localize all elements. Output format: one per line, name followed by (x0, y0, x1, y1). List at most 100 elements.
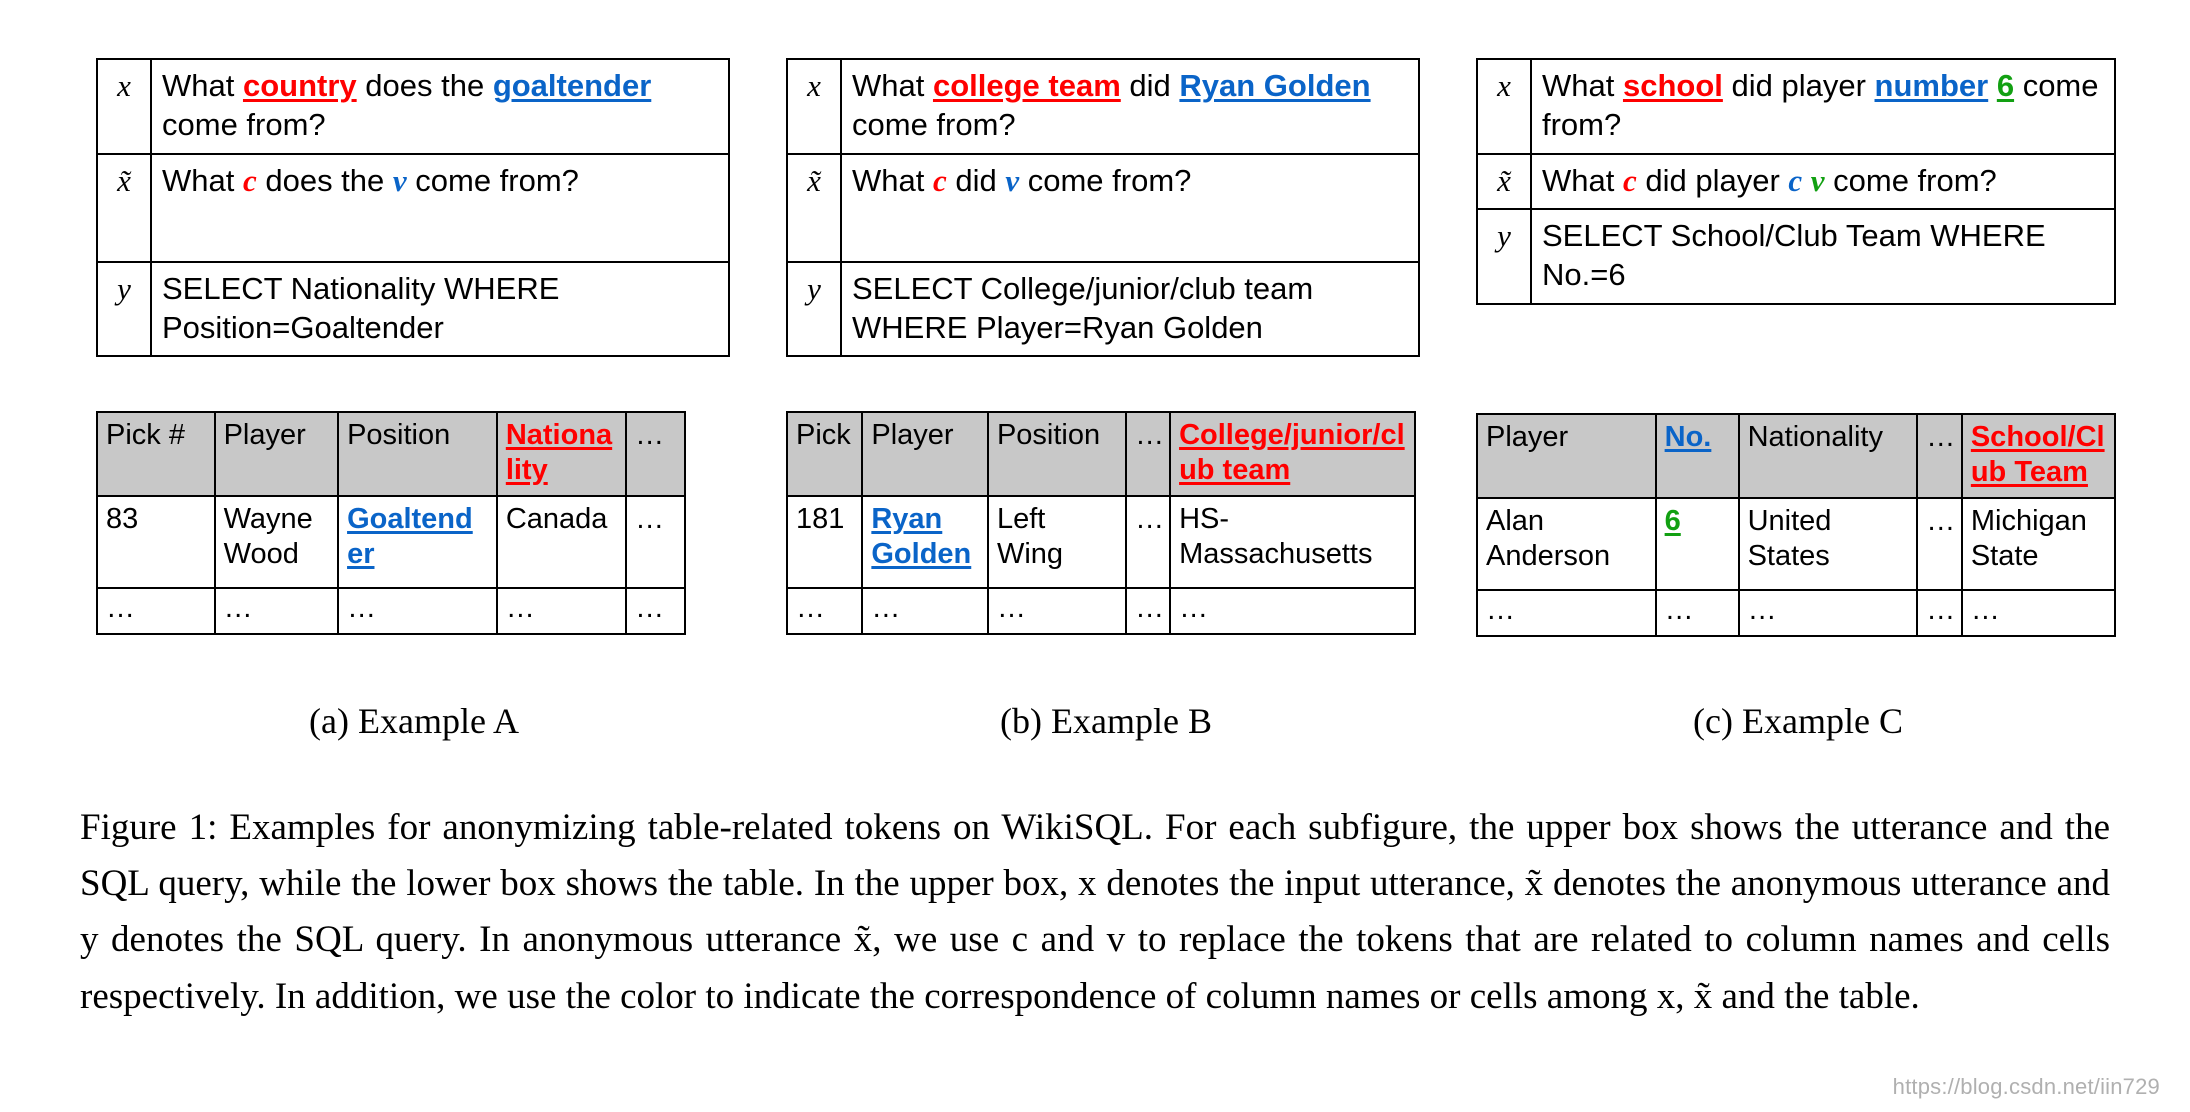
example-b: x What college team did Ryan Golden come… (785, 58, 1420, 636)
utt-mid: did player (1722, 68, 1875, 103)
cell-ellipsis: … (1125, 495, 1172, 590)
cell-ellipsis: … (861, 587, 989, 636)
col-header-nationality: Nationality (495, 411, 628, 498)
col-header-ellipsis: … (1916, 412, 1963, 499)
example-c: x What school did player number 6 come f… (1476, 58, 2117, 637)
cell-ellipsis: … (1476, 588, 1657, 637)
utt-prefix: What (162, 68, 243, 103)
input-utterance-a: What country does the goaltender come fr… (150, 58, 730, 155)
utt-space (1988, 68, 1997, 103)
utterance-row-y: y SELECT College/junior/club team WHERE … (786, 260, 1420, 358)
cell-ellipsis: … (96, 587, 216, 636)
col-header-position: Position (337, 411, 498, 498)
utterance-row-y: y SELECT School/Club Team WHERE No.=6 (1476, 208, 2116, 305)
symbol-y: y (1476, 208, 1532, 305)
utt-prefix: What (1542, 68, 1623, 103)
data-table-wrap-c: Player No. Nationality … School/Club Tea… (1476, 412, 2117, 637)
data-table-c: Player No. Nationality … School/Club Tea… (1476, 412, 2117, 637)
input-utterance-c: What school did player number 6 come fro… (1530, 58, 2116, 155)
col-header-player: Player (213, 411, 340, 498)
anon-suffix: come from? (406, 162, 579, 198)
anon-utterance-c: What c did player c v come from? (1530, 152, 2116, 211)
value-token-2: 6 (1996, 68, 2015, 103)
symbol-x: x (786, 58, 842, 155)
header-text: Pick (796, 419, 851, 452)
cell-ellipsis: … (1916, 588, 1963, 637)
sql-query-c: SELECT School/Club Team WHERE No.=6 (1530, 208, 2116, 305)
data-table-wrap-a: Pick # Player Position Nationality … 83 … (96, 411, 730, 636)
cell-position: Left Wing (986, 495, 1128, 590)
header-text: Nationality (1747, 420, 1883, 453)
col-header-player: Player (861, 411, 989, 498)
utterance-row-y: y SELECT Nationality WHERE Position=Goal… (96, 260, 730, 358)
var-c2: c (1788, 162, 1803, 198)
header-text: … (1135, 419, 1165, 452)
figure-caption: Figure 1: Examples for anonymizing table… (80, 800, 2110, 1025)
cell-ellipsis: … (1654, 588, 1740, 637)
cell-player: Wayne Wood (213, 495, 340, 590)
col-header-no: No. (1654, 412, 1740, 499)
cell-ellipsis: … (785, 587, 864, 636)
anon-mid: does the (256, 162, 393, 198)
utterance-row-xtilde: x̃ What c does the v come from? (96, 152, 730, 263)
col-header-position: Position (986, 411, 1128, 498)
cell-pick: 181 (785, 495, 864, 590)
col-header-nationality: Nationality (1737, 412, 1919, 499)
utterance-box-a: x What country does the goaltender come … (96, 58, 730, 358)
cell-ellipsis: … (1960, 588, 2117, 637)
examples-row: x What country does the goaltender come … (96, 58, 2117, 637)
cell-nationality: United States (1737, 496, 1919, 591)
sql-query-b: SELECT College/junior/club team WHERE Pl… (840, 260, 1420, 358)
col-header-college-team: College/junior/club team (1169, 411, 1416, 498)
cell-ellipsis: … (1737, 588, 1919, 637)
column-token: school (1622, 68, 1723, 103)
cell-text: Ryan Golden (871, 503, 972, 571)
data-table-a: Pick # Player Position Nationality … 83 … (96, 411, 686, 636)
header-text: Position (347, 419, 451, 452)
header-text: Player (1486, 420, 1569, 453)
var-c: c (242, 162, 257, 198)
utterance-row-xtilde: x̃ What c did player c v come from? (1476, 152, 2116, 211)
header-text: Nationality (505, 419, 613, 487)
table-header-row: Pick Player Position … College/junior/cl… (785, 411, 1416, 498)
cell-college-team: HS-Massachusetts (1169, 495, 1416, 590)
cell-ellipsis: … (213, 587, 340, 636)
table-header-row: Player No. Nationality … School/Club Tea… (1476, 412, 2117, 499)
input-utterance-b: What college team did Ryan Golden come f… (840, 58, 1420, 155)
column-token: country (242, 68, 357, 103)
caption-text: Examples for anonymizing table-related t… (80, 807, 2110, 1017)
anon-suffix: come from? (1824, 162, 1997, 198)
data-table-b: Pick Player Position … College/junior/cl… (785, 411, 1416, 636)
utterance-row-x: x What college team did Ryan Golden come… (786, 58, 1420, 155)
symbol-y: y (96, 260, 152, 358)
anon-prefix: What (852, 162, 933, 198)
cell-ellipsis: … (625, 587, 686, 636)
table-row: Alan Anderson 6 United States … Michigan… (1476, 496, 2117, 591)
var-c: c (1622, 162, 1637, 198)
cell-ellipsis: … (495, 587, 628, 636)
anon-mid: did player (1636, 162, 1789, 198)
utt-prefix: What (852, 68, 933, 103)
col-header-player: Player (1476, 412, 1657, 499)
subcaption-a: (a) Example A (309, 701, 519, 741)
example-a: x What country does the goaltender come … (96, 58, 730, 636)
subcaption-b: (b) Example B (1000, 701, 1212, 741)
var-v: v (1005, 162, 1020, 198)
table-row: 181 Ryan Golden Left Wing … HS-Massachus… (785, 495, 1416, 590)
utterance-row-xtilde: x̃ What c did v come from? (786, 152, 1420, 263)
var-v2: v (1810, 162, 1825, 198)
cell-ellipsis: … (1169, 587, 1416, 636)
cell-player: Alan Anderson (1476, 496, 1657, 591)
cell-school-club-team: Michigan State (1960, 496, 2117, 591)
anon-utterance-b: What c did v come from? (840, 152, 1420, 263)
anon-suffix: come from? (1019, 162, 1192, 198)
utt-suffix: come from? (852, 107, 1016, 143)
value-token: Ryan Golden (1179, 68, 1371, 103)
anon-mid: did (946, 162, 1006, 198)
cell-player: Ryan Golden (861, 495, 989, 590)
subcaption-row: (a) Example A (b) Example B (c) Example … (96, 700, 2116, 742)
utt-mid: did (1120, 68, 1180, 103)
table-header-row: Pick # Player Position Nationality … (96, 411, 686, 498)
cell-position: Goaltender (337, 495, 498, 590)
cell-ellipsis: … (625, 495, 686, 590)
